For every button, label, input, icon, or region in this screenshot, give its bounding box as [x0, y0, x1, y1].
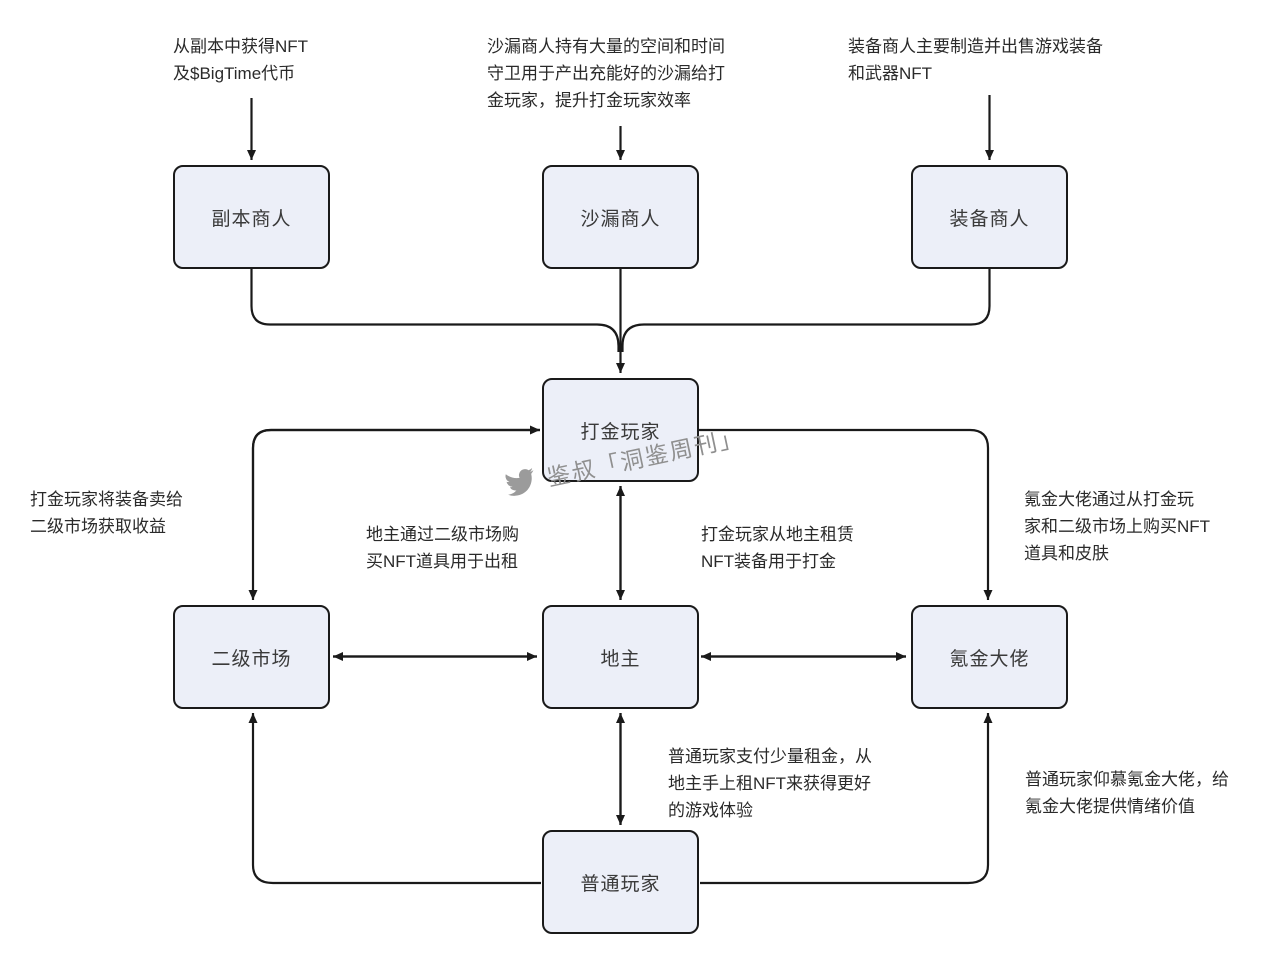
watermark: 鉴叔「洞鉴周刊」 [502, 418, 746, 502]
annotation-hourglass-note: 沙漏商人持有大量的空间和时间 守卫用于产出充能好的沙漏给打 金玩家，提升打金玩家… [487, 37, 725, 110]
arrow-gold-farmer-to-whale [699, 428, 993, 600]
node-landlord: 地主 [542, 605, 699, 709]
annotation-whale-buy-note: 氪金大佬通过从打金玩 家和二级市场上购买NFT 道具和皮肤 [1024, 490, 1211, 563]
node-label: 装备商人 [949, 208, 1030, 230]
node-label: 副本商人 [211, 208, 292, 230]
annotation-landlord-market-note: 地主通过二级市场购 买NFT道具用于出租 [366, 525, 519, 571]
node-label: 普通玩家 [580, 873, 661, 895]
line-equipment-merge [621, 269, 991, 352]
node-whale: 氪金大佬 [911, 605, 1068, 709]
node-label: 沙漏商人 [580, 208, 661, 230]
twitter-bird-icon [505, 467, 534, 496]
node-casual-player: 普通玩家 [542, 830, 699, 934]
node-dungeon-merchant: 副本商人 [173, 165, 330, 269]
node-equipment-merchant: 装备商人 [911, 165, 1068, 269]
annotation-farmer-market-note: 打金玩家将装备卖给 二级市场获取收益 [30, 490, 183, 536]
annotation-casual-landlord-note: 普通玩家支付少量租金，从 地主手上租NFT来获得更好 的游戏体验 [668, 747, 872, 820]
annotation-farmer-landlord-note: 打金玩家从地主租赁 NFT装备用于打金 [701, 525, 854, 571]
node-label: 氪金大佬 [949, 648, 1030, 670]
node-label: 地主 [600, 648, 641, 670]
node-secondary-market: 二级市场 [173, 605, 330, 709]
node-hourglass-merchant: 沙漏商人 [542, 165, 699, 269]
node-label: 二级市场 [211, 648, 292, 670]
node-gold-farmer: 打金玩家 [542, 378, 699, 482]
node-label: 打金玩家 [580, 421, 661, 443]
annotation-casual-whale-note: 普通玩家仰慕氪金大佬，给 氪金大佬提供情绪价值 [1025, 770, 1229, 816]
arrow-secondary-market-to-gold-farmer [251, 425, 540, 520]
arrow-casual-player-to-secondary-market [248, 713, 541, 885]
annotation-equipment-note: 装备商人主要制造并出售游戏装备 和武器NFT [848, 37, 1103, 83]
line-dungeon-merge [250, 269, 620, 352]
annotation-dungeon-note: 从副本中获得NFT 及$BigTime代币 [173, 37, 309, 83]
arrow-casual-player-to-whale [700, 713, 993, 885]
